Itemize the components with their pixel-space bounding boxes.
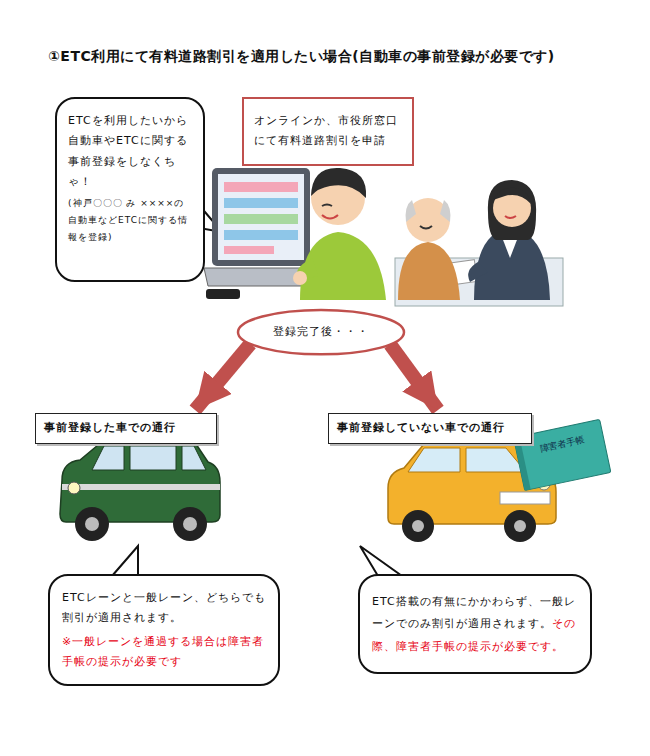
process-box: オンラインか、市役所窓口にて有料道路割引を申請 bbox=[242, 97, 414, 166]
box-text: オンラインか、市役所窓口にて有料道路割引を申請 bbox=[254, 111, 402, 152]
bubble-text: ETCレーンと一般レーン、どちらでも割引が適用されます。 bbox=[62, 588, 266, 629]
label-box: 事前登録していない車での通行 bbox=[328, 413, 532, 444]
bubble-tail bbox=[112, 546, 138, 576]
city-office-counter bbox=[395, 180, 563, 306]
ellipse-border bbox=[238, 310, 404, 354]
box-text: 事前登録していない車での通行 bbox=[337, 420, 523, 437]
flow-arrow bbox=[195, 344, 250, 410]
bubble-note: (神戸〇〇〇 み ××××の自動車などETCに関する情報を登録) bbox=[68, 195, 192, 245]
bubble-text: ETCを利用したいから自動車やETCに関する事前登録をしなくちゃ！ bbox=[68, 111, 192, 192]
bubble-tail bbox=[360, 546, 402, 576]
bubble-note: ※一般レーンを通過する場合は障害者手帳の提示が必要です bbox=[62, 632, 266, 673]
flow-arrow bbox=[390, 344, 438, 410]
bubble-text: ETC搭載の有無にかかわらず、一般レーンでのみ割引が適用されます。 bbox=[372, 595, 576, 630]
speech-bubble: ETCを利用したいから自動車やETCに関する事前登録をしなくちゃ！(神戸〇〇〇 … bbox=[55, 97, 205, 282]
page-title: ①ETC利用にて有料道路割引を適用したい場合(自動車の事前登録が必要です) bbox=[48, 48, 638, 66]
handbook-label: 障害者手帳 bbox=[520, 429, 605, 459]
speech-bubble: ETC搭載の有無にかかわらず、一般レーンでのみ割引が適用されます。その際、障害者… bbox=[358, 574, 592, 674]
step-ellipse: 登録完了後・・・ bbox=[236, 308, 406, 356]
green-car bbox=[60, 430, 220, 541]
ellipse-text: 登録完了後・・・ bbox=[254, 322, 388, 342]
laptop-user bbox=[204, 168, 386, 300]
speech-bubble: ETCレーンと一般レーン、どちらでも割引が適用されます。※一般レーンを通過する場… bbox=[48, 574, 280, 686]
box-text: 事前登録した車での通行 bbox=[44, 420, 208, 437]
label-box: 事前登録した車での通行 bbox=[35, 413, 217, 444]
